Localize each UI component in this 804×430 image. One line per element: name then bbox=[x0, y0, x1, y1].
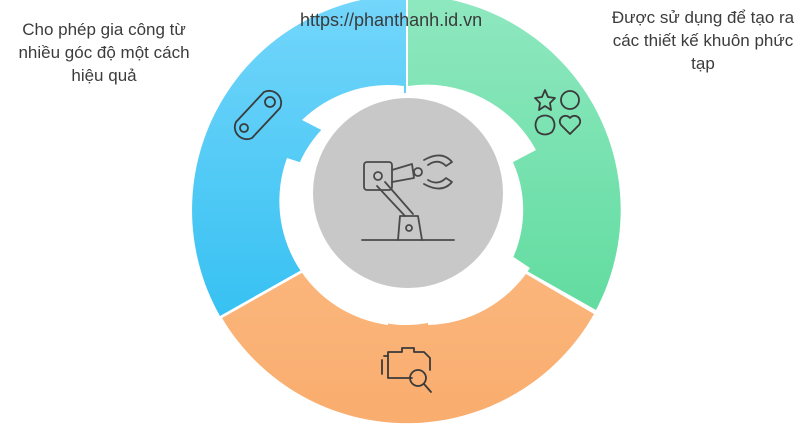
shapes-icon bbox=[534, 89, 582, 136]
caption-left: Cho phép gia công từ nhiều góc độ một cá… bbox=[18, 20, 190, 85]
center-disc bbox=[311, 96, 505, 290]
watermark-url: https://phanthanh.id.vn bbox=[300, 10, 483, 30]
segment-blue bbox=[192, 0, 406, 316]
segment-orange bbox=[222, 264, 594, 424]
robotic-arm-icon bbox=[361, 154, 455, 241]
engine-inspection-icon bbox=[381, 347, 432, 393]
belt-pulley-icon bbox=[233, 89, 283, 141]
caption-right: Được sử dụng để tạo ra các thiết kế khuô… bbox=[611, 8, 795, 73]
